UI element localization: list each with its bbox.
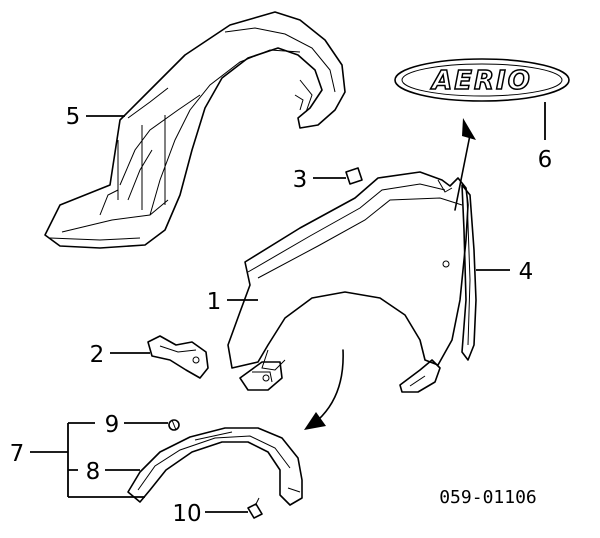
fender-liner-part — [44, 11, 346, 249]
clip-part — [345, 167, 363, 185]
screw-lower-part — [247, 497, 263, 519]
arrow-to-emblem — [454, 118, 476, 211]
callout-4: 4 — [519, 259, 534, 285]
callout-8: 8 — [86, 459, 101, 485]
fender-seal-part — [461, 184, 477, 361]
callout-7: 7 — [10, 441, 25, 467]
arrow-to-arch — [304, 349, 344, 430]
emblem-label: AERIO — [430, 66, 532, 96]
fender-bracket-part — [147, 335, 209, 379]
callout-2: 2 — [90, 342, 105, 368]
callout-10: 10 — [172, 501, 201, 527]
leader-7-bracket — [30, 422, 145, 498]
aerio-emblem-part: AERIO — [394, 58, 570, 102]
callout-9: 9 — [105, 412, 120, 438]
callout-1: 1 — [207, 289, 222, 315]
screw-upper-part — [168, 419, 180, 431]
callout-3: 3 — [293, 167, 308, 193]
wheel-arch-molding-part — [127, 427, 303, 506]
callout-5: 5 — [66, 104, 81, 130]
front-fender-part — [227, 171, 469, 393]
drawing-code: 059-01106 — [439, 487, 537, 508]
callout-6: 6 — [538, 147, 553, 173]
